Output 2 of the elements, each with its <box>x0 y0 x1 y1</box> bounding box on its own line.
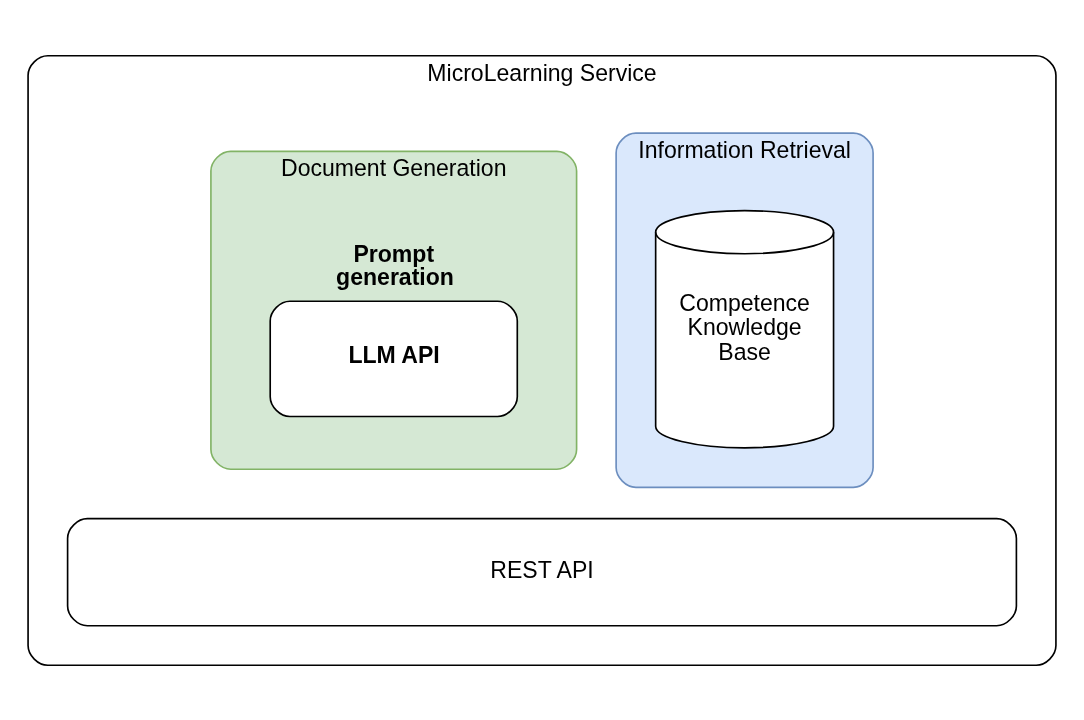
node-box: REST API <box>66 517 1018 627</box>
node-label: Prompt generation <box>336 240 454 290</box>
